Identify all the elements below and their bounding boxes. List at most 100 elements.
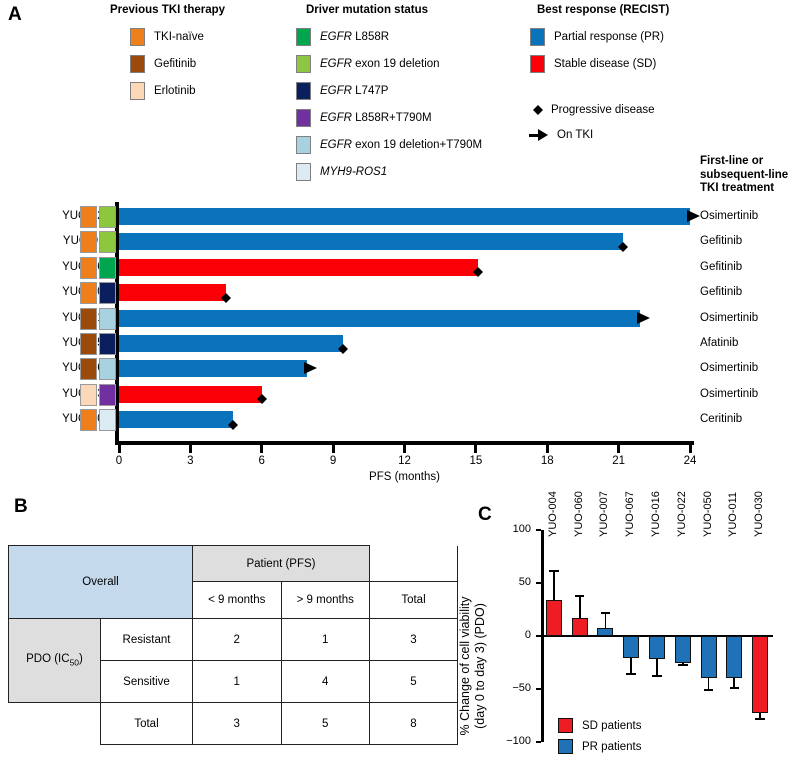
gene-name: EGFR	[320, 111, 352, 124]
swatch-egfr-l747p	[296, 81, 311, 100]
legend-item-partial-response: Partial response (PR)	[530, 27, 664, 46]
gene-name: EGFR	[320, 84, 352, 97]
swatch-gefitinib	[130, 54, 145, 73]
x-axis-title: PFS (months)	[369, 470, 440, 483]
category-label: YUO-050	[701, 491, 714, 537]
table-row-label-resistant: Resistant	[100, 618, 193, 661]
legend-item-progressive-disease: Progressive disease	[533, 104, 655, 116]
previous-tki-chip	[80, 383, 97, 406]
table-cell-resistant-lt9: 2	[192, 618, 282, 661]
swatch-egfr-l858r	[296, 27, 311, 46]
viability-bar	[571, 617, 588, 636]
previous-tki-chip	[80, 231, 97, 254]
x-axis-tick	[403, 444, 406, 453]
error-bar	[707, 678, 710, 691]
error-bar-cap	[626, 673, 636, 676]
legend-item-egfr-exon19del-t790m: EGFR exon 19 deletion+T790M	[296, 135, 482, 154]
legend-label-sd: SD patients	[582, 719, 642, 732]
legend-label-tki-naive: TKI-naïve	[154, 30, 204, 43]
legend-label-on-tki: On TKI	[557, 129, 594, 141]
error-bar	[630, 658, 633, 675]
previous-tki-chip	[80, 409, 97, 432]
legend-label-egfr-l747p: EGFR L747P	[320, 85, 388, 97]
right-header-line-2: subsequent-line	[700, 168, 789, 181]
driver-mutation-chip	[99, 358, 116, 381]
previous-tki-chip	[80, 358, 97, 381]
arrow-right-icon	[637, 311, 651, 325]
y-axis-tick-label: 50	[518, 576, 531, 588]
variant-name: L858R	[351, 30, 390, 43]
swatch-egfr-l858r-t790m	[296, 108, 311, 127]
table-col-header-gt9: > 9 months	[280, 581, 370, 619]
table-cell-resistant-gt9: 1	[280, 618, 370, 661]
table-cell-total-lt9: 3	[192, 702, 282, 745]
legend-item-egfr-l858r: EGFR L858R	[296, 27, 389, 46]
x-axis-tick	[617, 444, 621, 453]
arrow-right-icon	[529, 129, 549, 141]
swatch-erlotinib	[130, 81, 145, 100]
panel-a-x-axis	[115, 440, 694, 445]
y-axis-tick	[536, 582, 541, 584]
x-axis-tick	[331, 444, 335, 453]
pfs-bar	[119, 284, 227, 302]
category-label: YUO-004	[546, 491, 559, 537]
table-cell-overall: Overall	[8, 545, 193, 619]
y-axis-tick	[536, 688, 541, 690]
table-cell-resistant-total: 3	[369, 618, 458, 661]
viability-bar	[726, 636, 743, 679]
legend-label-pr: PR patients	[582, 740, 642, 753]
pdo-ic50-subscript: 50	[69, 657, 80, 668]
pfs-bar	[119, 360, 307, 378]
variant-name: L747P	[351, 84, 389, 97]
diamond-icon	[618, 237, 629, 252]
table-cell-total-gt9: 5	[280, 702, 370, 745]
error-bar	[733, 678, 736, 688]
previous-tki-chip	[80, 333, 97, 355]
y-axis-tick-label: 100	[512, 523, 531, 535]
error-bar-cap	[729, 687, 740, 689]
viability-bar	[674, 636, 691, 663]
tki-treatment-label: Ceritinib	[700, 413, 743, 426]
category-label: YUO-022	[675, 491, 688, 537]
legend-label-gefitinib: Gefitinib	[154, 57, 197, 70]
gene-name: MYH9-ROS1	[320, 165, 388, 178]
pfs-bar	[119, 411, 234, 429]
x-axis-tick-label: 21	[612, 454, 626, 467]
legend-item-gefitinib: Gefitinib	[130, 54, 196, 73]
legend-item-stable-disease: Stable disease (SD)	[530, 54, 656, 73]
legend-swatch-pr	[558, 739, 573, 754]
error-bar-cap	[703, 689, 714, 691]
driver-mutation-chip	[99, 231, 116, 254]
variant-name: L858R+T790M	[351, 111, 432, 124]
table-row-header-2: < 9 months > 9 months Total	[9, 581, 458, 619]
tki-treatment-label: Osimertinib	[700, 387, 759, 400]
legend-label-myh9-ros1: MYH9-ROS1	[320, 166, 387, 178]
error-bar	[759, 713, 761, 719]
error-bar-cap	[574, 594, 585, 597]
x-axis-tick-label: 18	[540, 454, 554, 467]
previous-tki-chip	[80, 206, 97, 228]
legend-item-on-tki: On TKI	[529, 129, 593, 141]
gene-name: EGFR	[320, 57, 352, 70]
table-rowgroup-label-pdo-ic50: PDO (IC50)	[8, 618, 101, 703]
tki-treatment-label: Osimertinib	[700, 210, 759, 222]
x-axis-tick	[188, 444, 192, 453]
error-bar-cap	[755, 717, 765, 720]
table-col-header-lt9: < 9 months	[192, 581, 282, 619]
viability-bar	[545, 599, 562, 636]
panel-c-y-axis-label: % Change of cell viability(day 0 to day …	[458, 560, 488, 763]
x-axis-tick	[474, 444, 478, 453]
legend-item-tki-naive: TKI-naïve	[130, 27, 204, 46]
y-label-line-2: (day 0 to day 3) (PDO)	[473, 603, 487, 729]
panel-c-zero-line	[541, 634, 773, 638]
x-axis-tick	[545, 444, 549, 453]
driver-mutation-chip	[99, 282, 116, 305]
y-axis-tick	[536, 529, 541, 531]
legend-label-egfr-exon19del: EGFR exon 19 deletion	[320, 58, 440, 70]
legend-label-progressive-disease: Progressive disease	[551, 104, 655, 116]
y-axis-tick-label: −50	[512, 682, 531, 694]
panel-a-right-header: First-line or subsequent-line TKI treatm…	[700, 155, 788, 196]
variant-name: exon 19 deletion+T790M	[351, 138, 483, 151]
category-label: YUO-067	[624, 491, 637, 537]
category-label: YUO-016	[650, 491, 662, 537]
